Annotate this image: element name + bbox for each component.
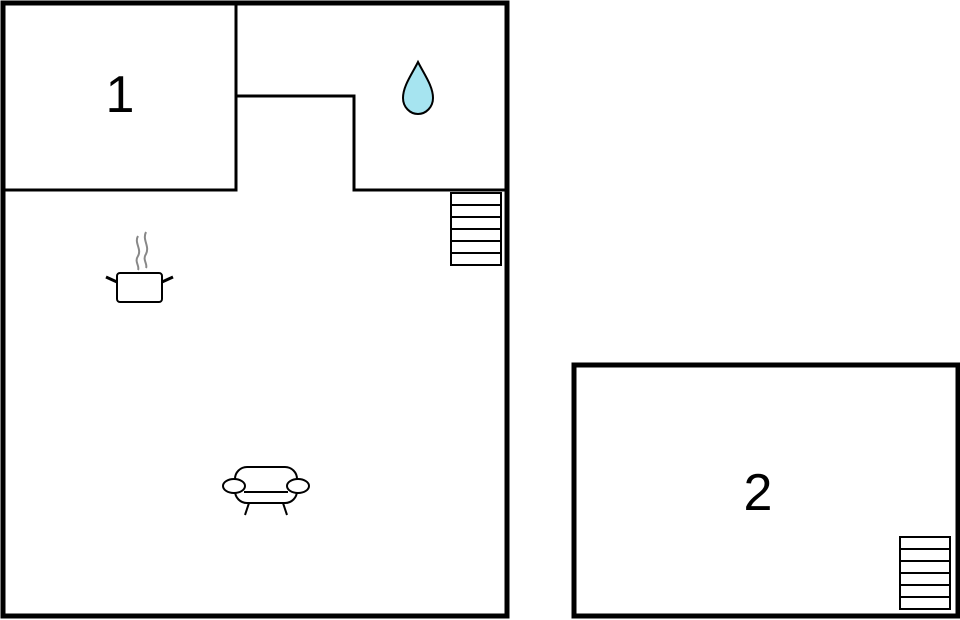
main-floor-outline: [0, 0, 510, 619]
stairs-icon: [450, 192, 502, 266]
cooking-pot-icon: [105, 231, 174, 303]
upper-floor-outline: [571, 362, 960, 619]
stairs-icon: [899, 536, 951, 610]
bathroom-walls: [236, 94, 507, 192]
water-drop-icon: [401, 59, 435, 116]
room-label-1: 1: [106, 66, 135, 124]
armchair-icon: [222, 466, 310, 516]
room-1-walls: [3, 3, 238, 192]
room-label-2: 2: [744, 464, 773, 522]
